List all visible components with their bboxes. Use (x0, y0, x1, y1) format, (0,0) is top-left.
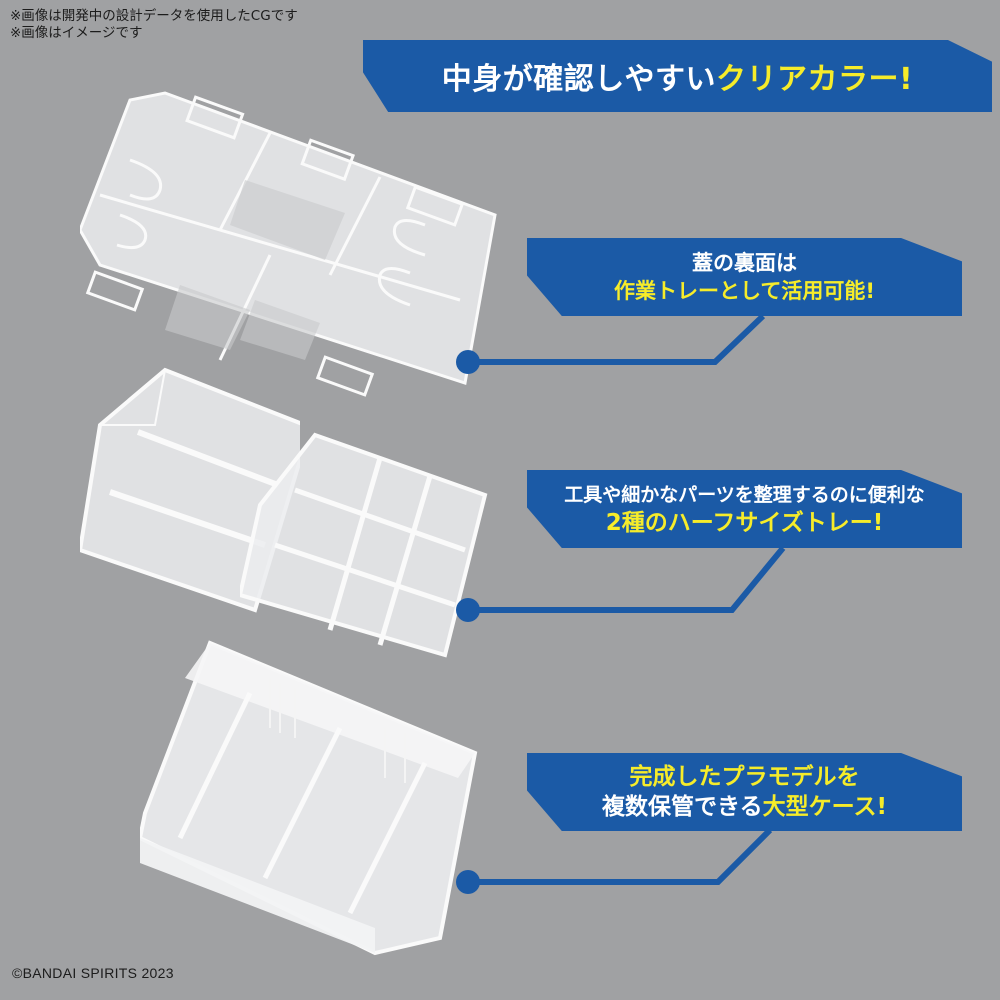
callout-large-case-line-2-white: 複数保管できる (602, 794, 763, 820)
disclaimer-line-1: ※画像は開発中の設計データを使用したCGです (10, 8, 298, 24)
callout-lid-line-1: 蓋の裏面は (692, 251, 797, 275)
callout-lid-line-2: 作業トレーとして活用可能! (614, 279, 875, 303)
callout-large-case-line-2-yellow: 大型ケース! (762, 794, 887, 820)
headline-white: 中身が確認しやすい (441, 62, 716, 97)
leader-line-2 (468, 546, 786, 613)
leader-dot-3 (456, 870, 480, 894)
half-tray-9-illustration (240, 432, 488, 658)
callout-half-trays: 工具や細かなパーツを整理するのに便利な 2種のハーフサイズトレー! (527, 470, 962, 548)
headline-yellow: クリアカラー! (716, 62, 914, 97)
callout-half-trays-line-2: 2種のハーフサイズトレー! (605, 510, 884, 536)
half-tray-3-illustration (80, 367, 300, 613)
disclaimer-line-2: ※画像はイメージです (10, 25, 143, 41)
callout-half-trays-line-1: 工具や細かなパーツを整理するのに便利な (564, 484, 925, 506)
headline-banner: 中身が確認しやすいクリアカラー! (363, 40, 992, 112)
callout-large-case-line-2: 複数保管できる大型ケース! (602, 792, 887, 822)
callout-large-case: 完成したプラモデルを 複数保管できる大型ケース! (527, 753, 962, 831)
headline-text: 中身が確認しやすいクリアカラー! (442, 54, 913, 98)
leader-line-1 (468, 313, 766, 365)
large-case-illustration (140, 640, 478, 956)
leader-dot-1 (456, 350, 480, 374)
disclaimer: ※画像は開発中の設計データを使用したCGです ※画像はイメージです (10, 8, 298, 42)
leader-dot-2 (456, 598, 480, 622)
leader-line-3 (468, 827, 773, 885)
callout-lid: 蓋の裏面は 作業トレーとして活用可能! (527, 238, 962, 316)
callout-large-case-line-1: 完成したプラモデルを (629, 764, 860, 790)
copyright: ©BANDAI SPIRITS 2023 (12, 965, 174, 981)
lid-illustration (80, 91, 497, 397)
